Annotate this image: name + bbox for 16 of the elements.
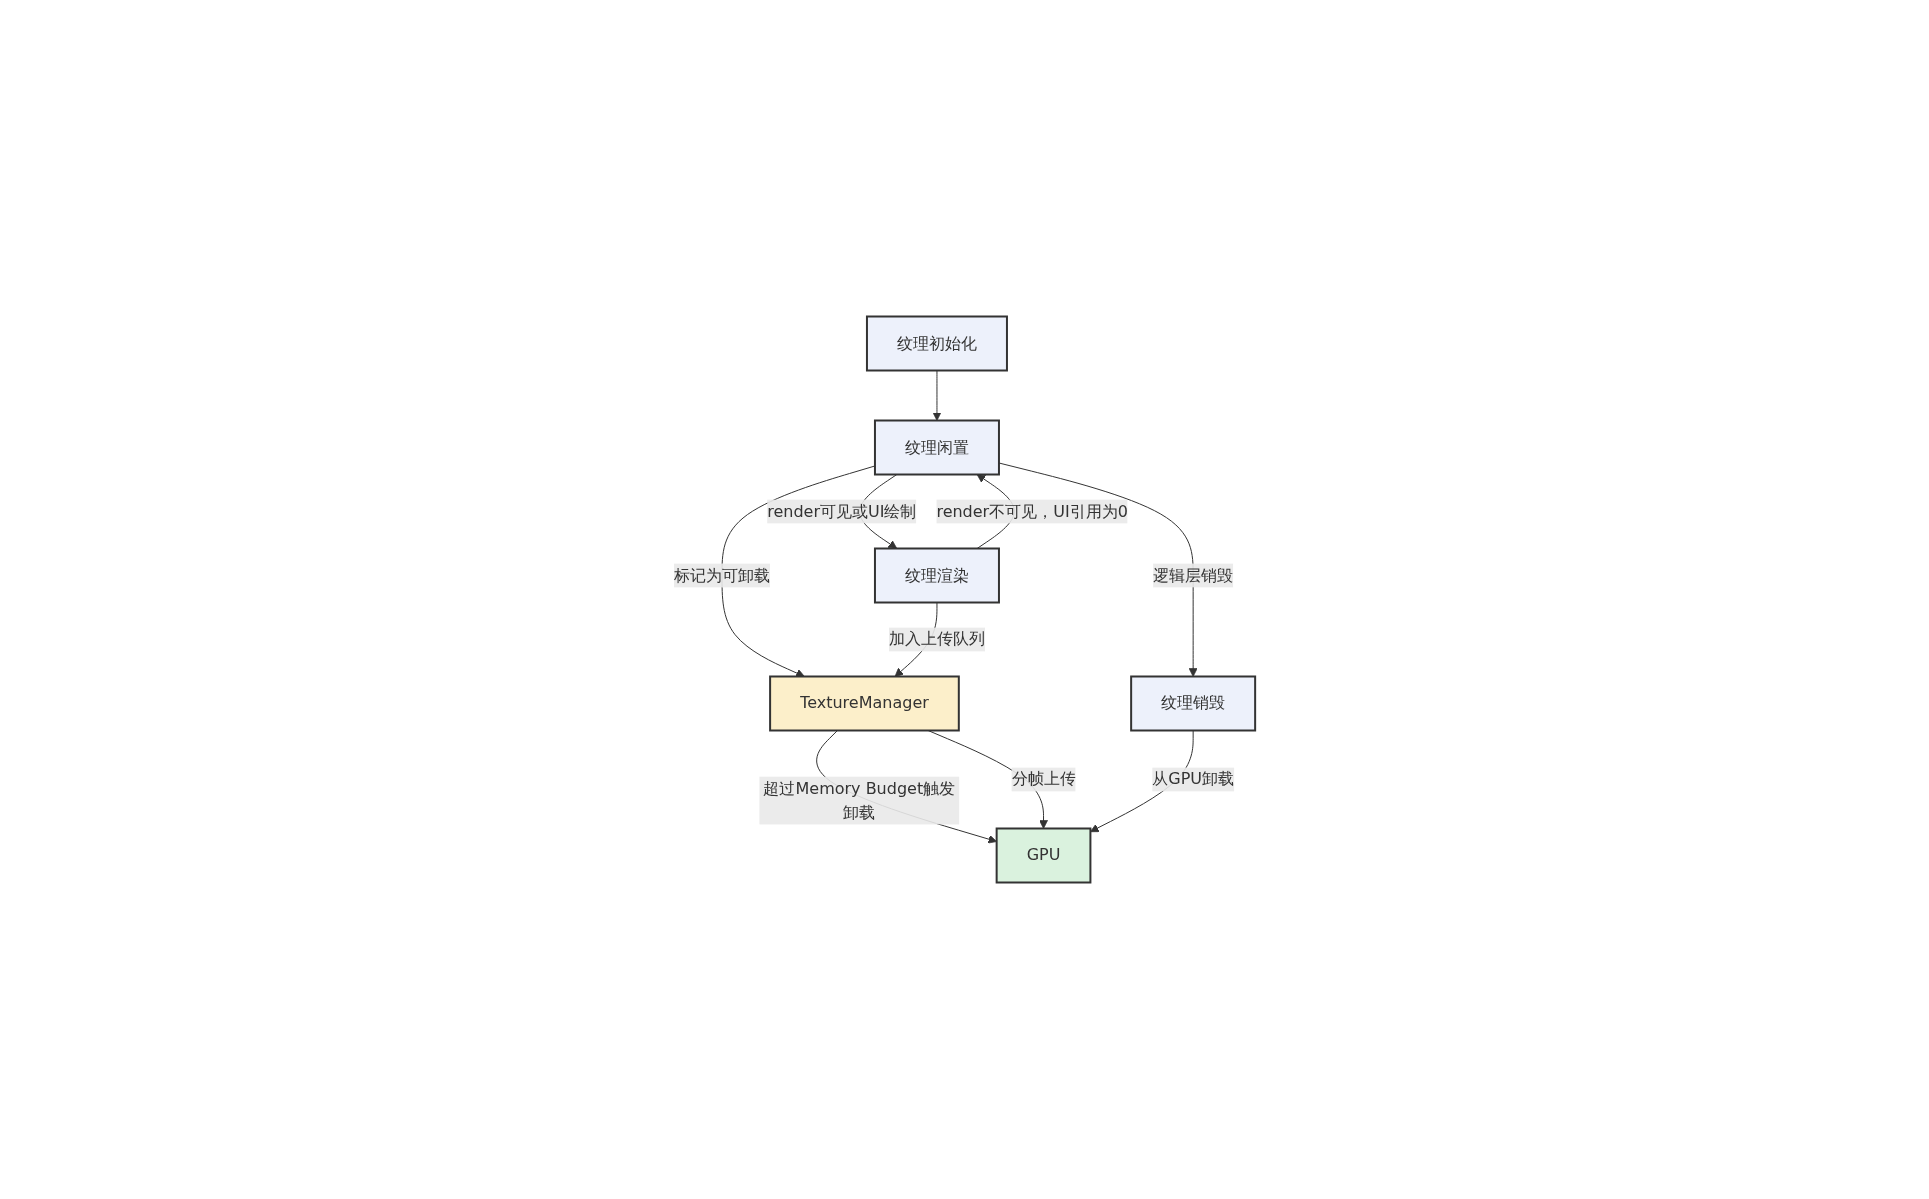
edge-label: 分帧上传 — [1011, 769, 1076, 789]
node-box: TextureManager — [769, 675, 960, 732]
edge-label: 加入上传队列 — [888, 629, 985, 649]
edge-label: 逻辑层销毁 — [1153, 565, 1234, 585]
edge-label: 标记为可卸载 — [673, 565, 770, 585]
edge-label: 从GPU卸载 — [1152, 769, 1234, 789]
node-box: 纹理闲置 — [873, 419, 1000, 476]
edge-label: render可见或UI绘制 — [767, 501, 917, 521]
edge-label: render不可见，UI引用为0 — [936, 501, 1128, 521]
arrow — [932, 370, 942, 421]
node-box: 纹理销毁 — [1130, 675, 1257, 732]
edge-label: 超过Memory Budget触发卸载 — [763, 778, 956, 822]
node-box: 纹理渲染 — [873, 547, 1000, 604]
node-box: GPU — [995, 827, 1092, 884]
arrow — [998, 462, 1198, 677]
node-box: 纹理初始化 — [865, 315, 1008, 372]
